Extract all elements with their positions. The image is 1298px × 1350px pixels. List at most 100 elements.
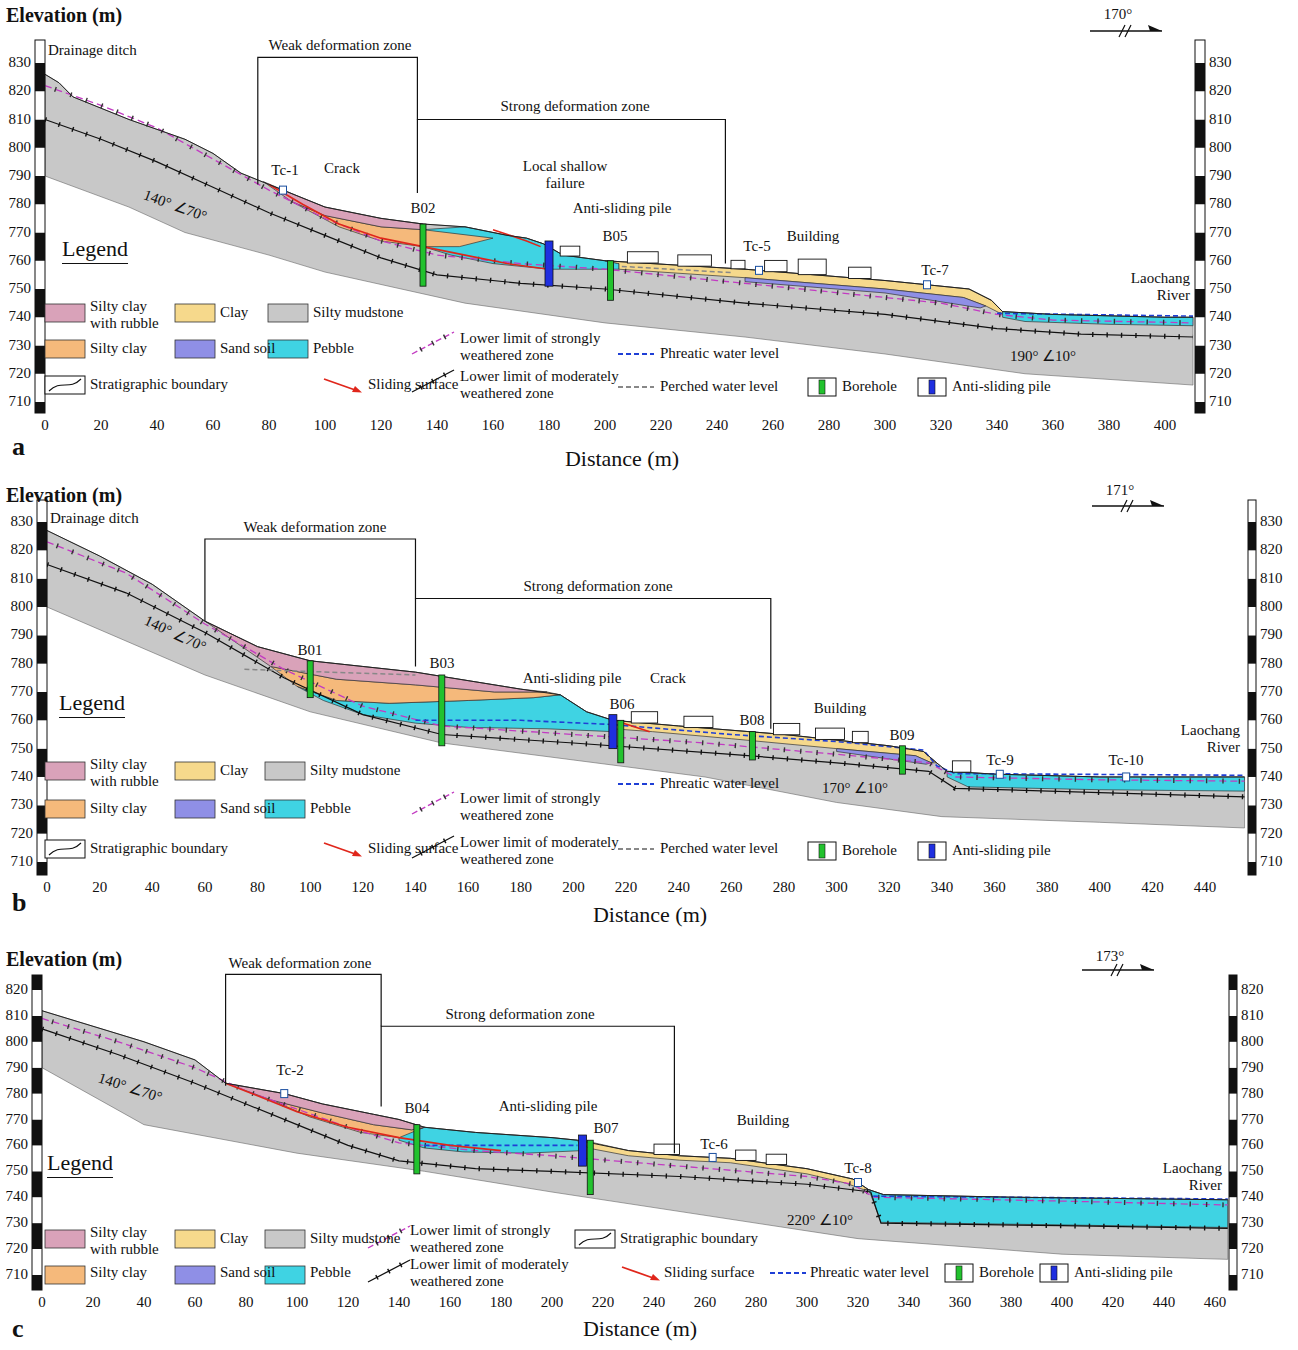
dip-label: 140° ∠70° bbox=[96, 1070, 164, 1107]
bar-segment bbox=[37, 579, 47, 607]
building-symbol bbox=[816, 728, 845, 739]
tick-label: 300 bbox=[796, 1294, 819, 1311]
legend-sample bbox=[412, 792, 454, 814]
tick-label: 220 bbox=[650, 417, 673, 434]
bar-segment bbox=[37, 664, 47, 692]
legend-sample bbox=[918, 378, 946, 396]
feature-label: Crack bbox=[650, 670, 686, 687]
bar-segment bbox=[1195, 148, 1205, 176]
bar-segment bbox=[1248, 805, 1256, 833]
bar-segment bbox=[1195, 63, 1205, 91]
bar-segment bbox=[1229, 1016, 1237, 1042]
bar-segment bbox=[1248, 607, 1256, 635]
legend-ticks bbox=[368, 1260, 410, 1282]
strong-weathering-ticks bbox=[45, 86, 1193, 323]
legend-text: Silty clay with rubble bbox=[90, 756, 172, 791]
tick-label: 400 bbox=[1051, 1294, 1074, 1311]
legend-text: Anti-sliding pile bbox=[952, 378, 1051, 395]
strong-weathering-ticks bbox=[42, 1018, 1228, 1204]
borehole-symbol bbox=[749, 732, 755, 760]
tick-label: 340 bbox=[931, 879, 954, 896]
tick-label: 160 bbox=[482, 417, 505, 434]
legend-box bbox=[45, 376, 85, 394]
feature-label: Anti-sliding pile bbox=[573, 200, 672, 217]
legend-sample bbox=[618, 849, 654, 850]
moderate-weathering-ticks bbox=[47, 564, 1245, 796]
tick-label: 220 bbox=[615, 879, 638, 896]
borehole-label: B04 bbox=[404, 1100, 429, 1117]
tick-label: 820 bbox=[1260, 542, 1283, 559]
tick-label: 800 bbox=[1241, 1033, 1264, 1050]
legend-sample bbox=[45, 800, 85, 818]
place-label: Drainage ditch bbox=[50, 510, 139, 527]
legend-swatch bbox=[45, 1266, 85, 1284]
trench-symbol bbox=[280, 186, 287, 194]
bar-segment bbox=[32, 1094, 42, 1120]
tick-label: 80 bbox=[239, 1294, 254, 1311]
legend-text: Stratigraphic boundary bbox=[90, 840, 228, 857]
bar-segment bbox=[1229, 990, 1237, 1016]
bar-segment bbox=[35, 40, 45, 63]
tick-label: 140 bbox=[404, 879, 427, 896]
zone-label: Weak deformation zone bbox=[269, 37, 412, 54]
bar-segment bbox=[1229, 1042, 1237, 1068]
tick-label: 750 bbox=[6, 1163, 29, 1180]
trench-symbol bbox=[996, 770, 1003, 778]
tick-label: 380 bbox=[1098, 417, 1121, 434]
legend-heading: Legend bbox=[62, 236, 128, 264]
legend-sample bbox=[45, 840, 85, 858]
borehole-label: B08 bbox=[739, 712, 764, 729]
bar-segment bbox=[1229, 1094, 1237, 1120]
orientation-break bbox=[1119, 25, 1131, 37]
building-symbol bbox=[766, 1154, 786, 1164]
bar-segment bbox=[35, 91, 45, 119]
trench-label: Tc-1 bbox=[271, 162, 298, 179]
bar-segment bbox=[32, 1223, 42, 1249]
legend-text: Sand soil bbox=[220, 340, 275, 357]
legend-sample bbox=[175, 1230, 215, 1248]
tick-label: 770 bbox=[11, 683, 34, 700]
tick-label: 750 bbox=[1241, 1163, 1264, 1180]
legend-line bbox=[412, 332, 454, 354]
legend-swatch bbox=[45, 1230, 85, 1248]
legend-text: Pebble bbox=[313, 340, 354, 357]
tick-label: 280 bbox=[818, 417, 841, 434]
bar-segment bbox=[37, 720, 47, 748]
legend-sample bbox=[175, 304, 215, 322]
bar-segment bbox=[35, 402, 45, 413]
tick-label: 770 bbox=[1241, 1111, 1264, 1128]
elevation-bar bbox=[1248, 500, 1256, 875]
legend-swatch bbox=[175, 800, 215, 818]
bar-outline bbox=[32, 975, 42, 1290]
elevation-bar bbox=[32, 975, 42, 1290]
strong-weathering-line bbox=[42, 1018, 1228, 1204]
bar-segment bbox=[1229, 1275, 1237, 1290]
tick-label: 790 bbox=[11, 627, 34, 644]
legend-sample bbox=[175, 1266, 215, 1284]
borehole-label: B02 bbox=[410, 200, 435, 217]
legend-swatch bbox=[268, 304, 308, 322]
legend-sample bbox=[45, 304, 85, 322]
legend-sample bbox=[618, 354, 654, 355]
legend-swatch bbox=[45, 762, 85, 780]
bar-segment bbox=[1248, 635, 1256, 663]
feature-label: Anti-sliding pile bbox=[499, 1098, 598, 1115]
legend-text: Silty clay bbox=[90, 800, 147, 817]
tick-label: 720 bbox=[1260, 825, 1283, 842]
bar-segment bbox=[35, 346, 45, 374]
bar-segment bbox=[1248, 550, 1256, 578]
tick-label: 790 bbox=[1209, 167, 1232, 184]
legend-sample bbox=[175, 762, 215, 780]
borehole-label: B05 bbox=[602, 228, 627, 245]
legend-box bbox=[45, 840, 85, 858]
tick-label: 120 bbox=[370, 417, 393, 434]
trench-label: Tc-8 bbox=[844, 1160, 871, 1177]
tick-label: 810 bbox=[1260, 570, 1283, 587]
tick-label: 420 bbox=[1102, 1294, 1125, 1311]
legend-text: Clay bbox=[220, 304, 248, 321]
tick-label: 340 bbox=[986, 417, 1009, 434]
tick-label: 0 bbox=[41, 417, 49, 434]
tick-label: 160 bbox=[439, 1294, 462, 1311]
bar-outline bbox=[1195, 40, 1205, 413]
bar-segment bbox=[32, 1249, 42, 1275]
